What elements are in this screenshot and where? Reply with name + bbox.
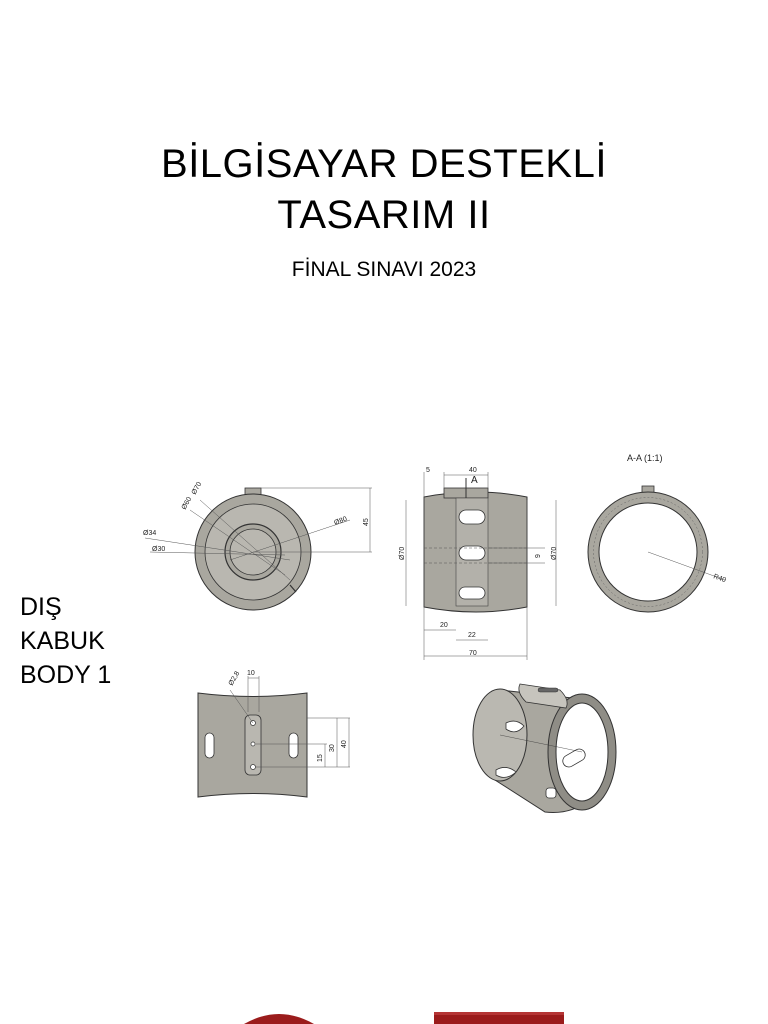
dim-20: 20 [440, 622, 448, 629]
dim-30: 30 [329, 744, 336, 752]
part-label: DIŞ KABUK BODY 1 [20, 590, 111, 692]
dim-15: 15 [317, 754, 324, 762]
dim-40-top: 40 [341, 740, 348, 748]
dim-o30: Ø30 [152, 546, 165, 553]
section-marker: A [471, 475, 478, 486]
dim-r40: R40 [712, 573, 727, 584]
dim-o2-8: Ø2,8 [228, 670, 242, 687]
dim-9: 9 [535, 554, 542, 558]
side-view: 5 40 A Ø70 9 Ø70 20 22 70 [399, 467, 558, 660]
part-label-line-2: KABUK [20, 627, 105, 655]
dim-45: 45 [363, 518, 370, 526]
section-label: A-A (1:1) [627, 453, 663, 463]
top-view: Ø2,8 10 15 30 40 [197, 670, 350, 798]
title-line-2: TASARIM II [277, 192, 491, 237]
isometric-view [472, 683, 617, 813]
dim-10: 10 [247, 670, 255, 677]
document-title: BİLGİSAYAR DESTEKLİ TASARIM II [0, 139, 768, 241]
dim-o60: Ø60 [181, 496, 194, 511]
bottom-red-block [434, 1012, 564, 1024]
front-view: Ø70 Ø60 Ø34 Ø30 Ø80 45 [143, 481, 372, 611]
title-line-1: BİLGİSAYAR DESTEKLİ [161, 141, 607, 186]
dim-o70-left: Ø70 [399, 547, 406, 560]
bottom-red-arc [244, 1014, 314, 1024]
dim-40: 40 [469, 467, 477, 474]
document-subtitle: FİNAL SINAVI 2023 [291, 258, 477, 281]
dim-o34: Ø34 [143, 530, 156, 537]
part-label-line-3: BODY 1 [20, 661, 112, 689]
dim-70: 70 [469, 650, 477, 657]
section-view: A-A (1:1) R40 [587, 453, 727, 613]
dim-o70: Ø70 [191, 481, 204, 496]
dim-22: 22 [468, 632, 476, 639]
dim-o80: Ø80 [333, 516, 348, 527]
dim-5: 5 [426, 467, 430, 474]
part-label-line-1: DIŞ [20, 593, 62, 621]
dim-o70-right: Ø70 [551, 547, 558, 560]
